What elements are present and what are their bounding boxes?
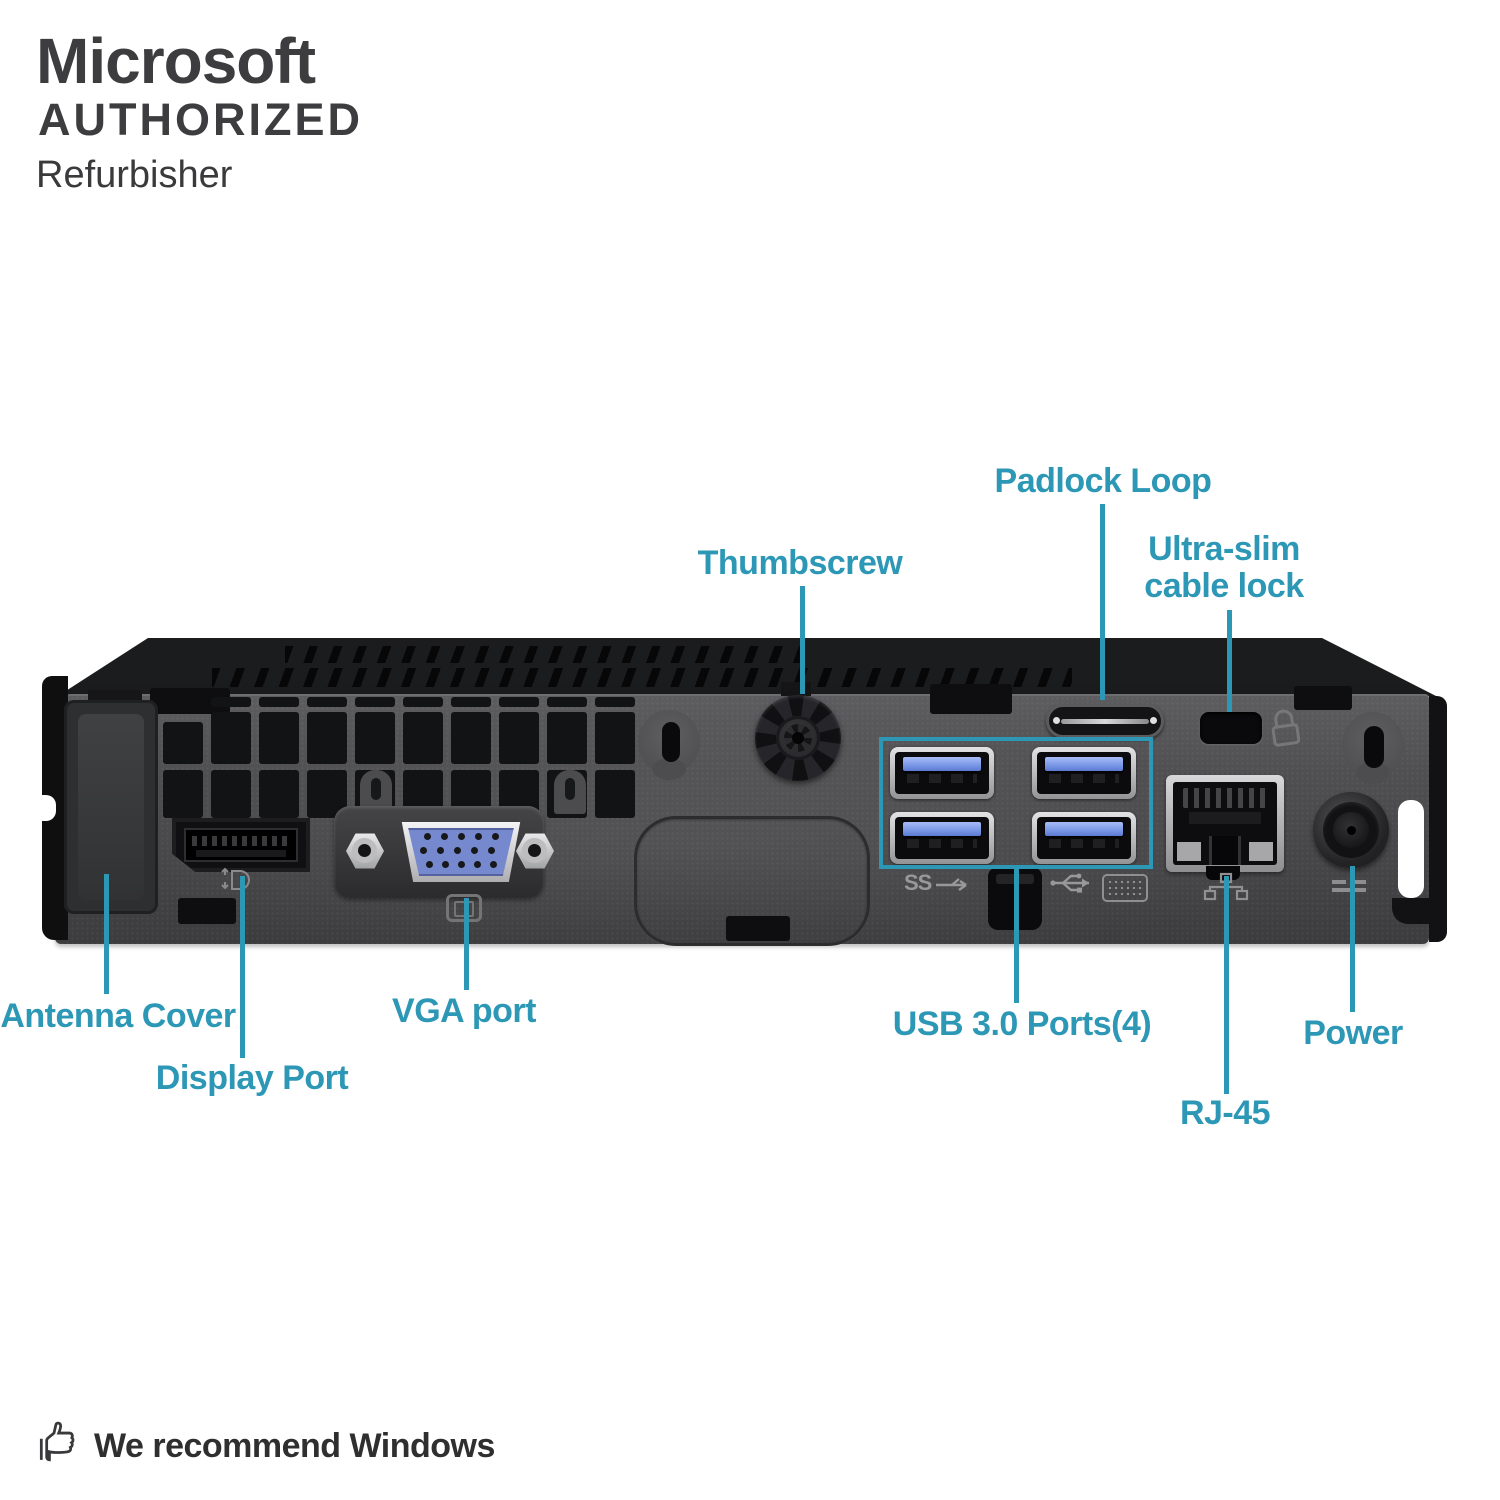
vent-slot bbox=[163, 770, 203, 818]
vent-slot bbox=[547, 697, 587, 707]
rj45-pins bbox=[1183, 788, 1267, 808]
top-vent-band-1 bbox=[285, 646, 800, 663]
thumbscrew-center bbox=[792, 732, 804, 744]
vent-slot bbox=[259, 697, 299, 707]
displayport-cavity bbox=[184, 828, 298, 862]
logo-role: Refurbisher bbox=[36, 154, 233, 196]
vent-slot bbox=[403, 712, 443, 764]
vent-slot bbox=[307, 712, 347, 764]
callout-line-display-port bbox=[240, 876, 245, 1058]
vent-slot bbox=[259, 770, 299, 818]
vent-slot bbox=[595, 712, 635, 764]
top-vent-band-2 bbox=[212, 668, 1072, 687]
callout-line-antenna-cover bbox=[104, 874, 109, 994]
superspeed-usb-icon: SS bbox=[904, 870, 972, 896]
padlock-loop-slit bbox=[1061, 719, 1149, 724]
keyboard-icon bbox=[1102, 874, 1148, 902]
grille-tab-hole bbox=[565, 778, 575, 800]
chassis-hook-gap bbox=[1398, 800, 1424, 898]
vent-slot bbox=[403, 697, 443, 707]
rj45-foot-right bbox=[1249, 842, 1273, 861]
vent-slot bbox=[595, 697, 635, 707]
logo-program: AUTHORIZED bbox=[38, 94, 363, 145]
label-thumbscrew: Thumbscrew bbox=[697, 544, 903, 582]
thumbs-up-icon bbox=[34, 1416, 86, 1468]
displayport-slot bbox=[196, 850, 286, 857]
vent-slot bbox=[211, 697, 251, 707]
usb-port-1 bbox=[890, 747, 994, 799]
label-vga-port: VGA port bbox=[392, 992, 536, 1030]
chassis-hook bbox=[1392, 898, 1444, 924]
logo-brand: Microsoft bbox=[36, 25, 316, 97]
chassis-left-notch bbox=[38, 795, 56, 821]
vent-slot bbox=[355, 712, 395, 764]
displayport-pins bbox=[192, 836, 290, 846]
padlock-loop-dot-left bbox=[1053, 717, 1060, 724]
antenna-cover-inner bbox=[78, 714, 144, 900]
vent-slot bbox=[163, 722, 203, 764]
vent-slot bbox=[499, 697, 539, 707]
vent-slot bbox=[211, 712, 251, 764]
label-cable-lock: Ultra-slim cable lock bbox=[1144, 530, 1304, 605]
device-top-face bbox=[58, 638, 1436, 696]
keyhole-left-tail bbox=[652, 758, 686, 780]
vent-slot bbox=[547, 712, 587, 764]
callout-line-padlock-loop bbox=[1100, 504, 1105, 700]
grille-tab-hole bbox=[371, 778, 381, 800]
callout-line-cable-lock bbox=[1227, 610, 1232, 712]
displayport-port bbox=[172, 818, 310, 872]
callout-line-vga-port bbox=[464, 898, 469, 990]
vent-slot bbox=[211, 770, 251, 818]
vent-slot bbox=[595, 770, 635, 818]
panel-tab bbox=[930, 684, 1012, 714]
panel-tab bbox=[178, 898, 236, 924]
rj45-ledge bbox=[1189, 812, 1261, 824]
label-usb-ports: USB 3.0 Ports(4) bbox=[892, 1005, 1152, 1043]
usb-ports-highlight-box bbox=[879, 737, 1153, 869]
rj45-clip bbox=[1209, 836, 1241, 865]
panel-tab bbox=[1294, 686, 1352, 710]
keyhole-right-tail bbox=[1356, 762, 1390, 784]
panel-tab bbox=[726, 916, 790, 941]
label-cable-lock-line1: Ultra-slim bbox=[1148, 530, 1300, 568]
antenna-cover bbox=[64, 700, 158, 914]
padlock-loop-dot-right bbox=[1150, 717, 1157, 724]
label-antenna-cover: Antenna Cover bbox=[0, 997, 236, 1035]
padlock-icon bbox=[1263, 704, 1307, 753]
vga-screw-left-hole bbox=[358, 844, 371, 857]
vent-slot bbox=[307, 697, 347, 707]
vent-slot bbox=[355, 697, 395, 707]
vent-slot bbox=[259, 712, 299, 764]
chassis-right-edge bbox=[1429, 696, 1447, 942]
padlock-loop bbox=[1046, 704, 1164, 738]
callout-line-thumbscrew bbox=[800, 586, 805, 694]
keyhole-left-slot bbox=[662, 722, 680, 762]
usb-trident-icon bbox=[1048, 870, 1098, 896]
label-padlock-loop: Padlock Loop bbox=[994, 462, 1212, 500]
usb-port-4 bbox=[1032, 812, 1136, 864]
rj45-port bbox=[1166, 775, 1284, 872]
label-power: Power bbox=[1303, 1014, 1403, 1052]
keyhole-right-slot bbox=[1364, 726, 1384, 768]
usb-port-3 bbox=[890, 812, 994, 864]
footer-tagline: We recommend Windows bbox=[94, 1427, 495, 1465]
label-cable-lock-line2: cable lock bbox=[1144, 567, 1304, 605]
vent-slot bbox=[451, 712, 491, 764]
cable-lock-slot bbox=[1200, 712, 1262, 744]
vga-screw-right-hole bbox=[528, 844, 541, 857]
vent-slot bbox=[499, 712, 539, 764]
callout-line-rj45 bbox=[1224, 876, 1229, 1094]
embossed-oval bbox=[634, 816, 870, 946]
label-display-port: Display Port bbox=[155, 1059, 349, 1097]
power-jack-pin bbox=[1347, 826, 1356, 835]
callout-line-power bbox=[1350, 866, 1355, 1012]
usb-port-2 bbox=[1032, 747, 1136, 799]
thumbscrew-stem bbox=[781, 682, 811, 696]
vent-slot bbox=[451, 697, 491, 707]
displayport-icon bbox=[218, 866, 252, 894]
rj45-foot-left bbox=[1177, 842, 1201, 861]
callout-line-usb-ports bbox=[1014, 869, 1019, 1003]
label-rj45: RJ-45 bbox=[1179, 1094, 1271, 1132]
